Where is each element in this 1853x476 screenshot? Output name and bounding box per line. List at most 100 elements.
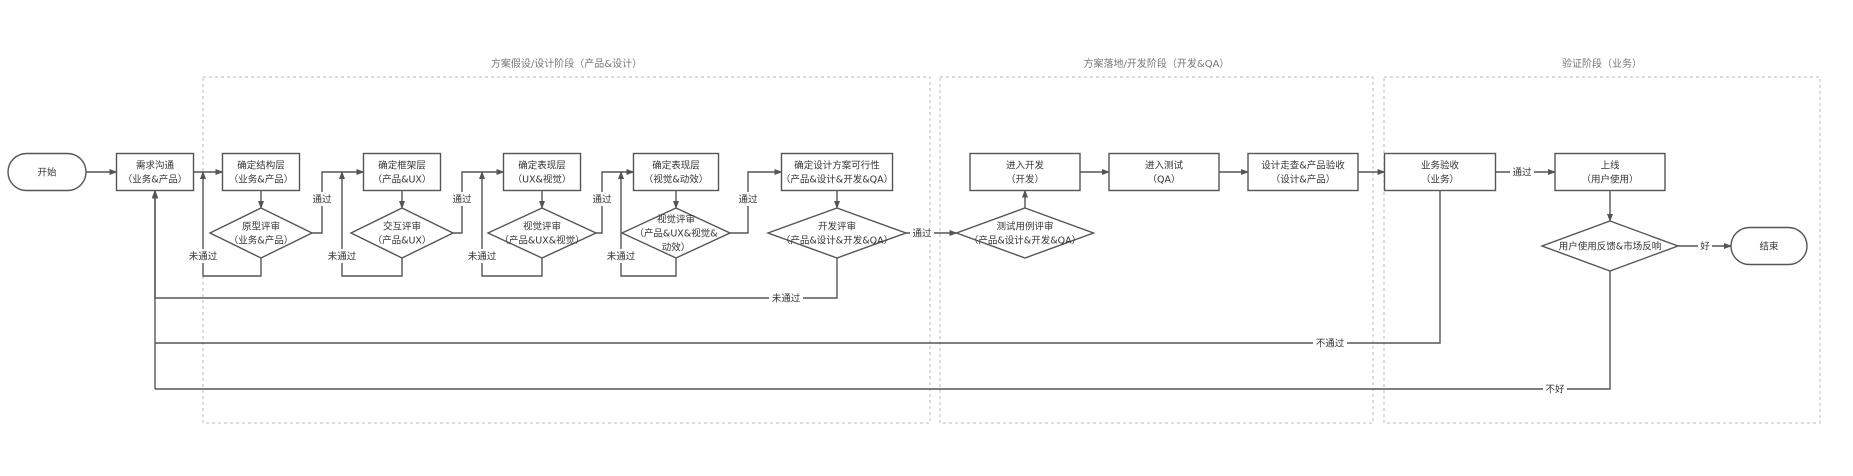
phase-design-boundary <box>202 76 931 424</box>
node-label: （UX&视觉） <box>513 174 572 186</box>
process-box <box>1383 152 1497 192</box>
edge-label-bg <box>736 192 760 206</box>
node-label: 视觉评审 <box>523 221 561 233</box>
node-structure[interactable]: 确定结构层 （业务&产品） <box>221 152 301 192</box>
node-label: （开发） <box>1006 174 1044 186</box>
node-label: 设计走查&产品验收 <box>1261 160 1345 172</box>
node-presentation-2[interactable]: 确定表现层 （视觉&动效） <box>632 152 720 192</box>
node-label: （产品&UX） <box>373 235 432 247</box>
terminal-pill <box>7 152 87 192</box>
node-label: （产品&设计&开发&QA） <box>781 174 893 186</box>
edge-label: 未通过 <box>772 293 801 305</box>
node-label: 开发评审 <box>818 221 856 233</box>
edge-label-bg <box>910 226 934 240</box>
phase-verify-boundary <box>1383 76 1821 424</box>
edge-label: 通过 <box>1512 167 1532 179</box>
node-end[interactable]: 结束 <box>1730 226 1808 266</box>
edge-label-bg <box>1313 336 1347 350</box>
node-framework[interactable]: 确定框架层 （产品&UX） <box>362 152 442 192</box>
node-label: （用户使用） <box>1581 174 1638 186</box>
node-label: （产品&UX） <box>373 174 432 186</box>
phase-dev-title: 方案落地/开发阶段（开发&QA） <box>1084 57 1230 70</box>
edge-label-bg <box>465 249 499 263</box>
node-dev-review[interactable]: 开发评审 （产品&设计&开发&QA） <box>765 207 909 259</box>
node-label: 进入开发 <box>1006 160 1045 172</box>
decision-diamond <box>349 207 455 259</box>
node-label: （设计&产品） <box>1271 174 1335 186</box>
edge-label-bg <box>450 192 474 206</box>
edge-visual-review-1-to-presentation-1 <box>479 171 543 277</box>
node-label: 确定框架层 <box>378 160 426 172</box>
edge-label-bg <box>310 192 334 206</box>
edge-label: 通过 <box>312 194 332 206</box>
process-box <box>115 152 195 192</box>
node-start[interactable]: 开始 <box>7 152 87 192</box>
node-label: 用户使用反馈&市场反响 <box>1559 241 1661 253</box>
node-label: 确定表现层 <box>652 160 700 172</box>
node-presentation-1[interactable]: 确定表现层（UX&视觉） <box>502 152 582 192</box>
node-feedback[interactable]: 用户使用反馈&市场反响 <box>1539 220 1681 272</box>
node-label: 开始 <box>37 167 57 179</box>
edge-interaction-review-to-framework <box>339 171 403 277</box>
node-label: （产品&UX&视觉） <box>499 235 584 247</box>
node-label: （QA） <box>1148 174 1181 186</box>
node-develop[interactable]: 进入开发 （开发） <box>969 152 1081 192</box>
edge-label: 未通过 <box>607 251 636 263</box>
node-label: （产品&UX&视觉& <box>634 228 718 240</box>
edge-label-bg <box>186 249 220 263</box>
edge-label: 不通过 <box>1316 338 1345 350</box>
node-label: 需求沟通 <box>136 160 175 172</box>
node-interaction-review[interactable]: 交互评审 （产品&UX） <box>349 207 455 259</box>
node-business-accept[interactable]: 业务验收（业务） <box>1383 152 1497 192</box>
edge-business-accept-to-requirement <box>155 190 1441 344</box>
node-label: 上线 <box>1600 160 1620 172</box>
node-label: （产品&设计&开发&QA） <box>781 235 893 247</box>
process-box <box>1554 152 1666 192</box>
decision-diamond <box>486 207 598 259</box>
node-launch[interactable]: 上线 （用户使用） <box>1554 152 1666 192</box>
process-box <box>1247 152 1359 192</box>
edge-label: 不好 <box>1545 384 1565 396</box>
node-label: （视觉&动效） <box>644 174 708 186</box>
edge-label: 未通过 <box>468 251 497 263</box>
node-label: 确定结构层 <box>237 160 285 172</box>
edge-label: 通过 <box>738 194 758 206</box>
node-label: （业务&产品） <box>229 174 293 186</box>
process-box <box>502 152 582 192</box>
edge-label: 未通过 <box>189 251 218 263</box>
node-label: 原型评审 <box>242 221 280 233</box>
phase-dev-boundary <box>939 76 1374 424</box>
node-label: 进入测试 <box>1145 160 1184 172</box>
node-label: 结束 <box>1759 241 1779 253</box>
node-label: 确定设计方案可行性 <box>794 160 880 172</box>
node-visual-review-1[interactable]: 视觉评审 （产品&UX&视觉） <box>486 207 598 259</box>
process-box <box>1108 152 1220 192</box>
node-label: 测试用例评审 <box>996 221 1053 233</box>
edge-label-bg <box>1510 165 1534 179</box>
node-feasibility[interactable]: 确定设计方案可行性 （产品&设计&开发&QA） <box>780 152 894 192</box>
edge-label-bg <box>769 291 803 305</box>
edge-label-bg <box>590 192 614 206</box>
edge-visual-review-2-to-presentation-2 <box>618 171 677 277</box>
node-visual-review-2[interactable]: 视觉评审（产品&UX&视觉&动效） <box>620 207 732 259</box>
node-testing[interactable]: 进入测试 （QA） <box>1108 152 1220 192</box>
node-label: 业务验收 <box>1421 160 1460 172</box>
edge-label-bg <box>604 249 638 263</box>
edge-label-bg <box>1543 382 1567 396</box>
node-requirement[interactable]: 需求沟通（业务&产品） <box>115 152 195 192</box>
node-testcase-review[interactable]: 测试用例评审 （产品&设计&开发&QA） <box>954 207 1096 259</box>
node-design-check[interactable]: 设计走查&产品验收 （设计&产品） <box>1247 152 1359 192</box>
edge-label-bg <box>1698 239 1712 253</box>
node-label: 动效） <box>662 242 691 254</box>
edge-feedback-to-requirement <box>155 271 1611 390</box>
node-prototype-review[interactable]: 原型评审（业务&产品） <box>208 207 314 259</box>
decision-diamond <box>765 207 909 259</box>
decision-diamond <box>208 207 314 259</box>
process-box <box>221 152 301 192</box>
edge-label: 通过 <box>912 228 932 240</box>
decision-diamond <box>1539 220 1681 272</box>
node-label: （产品&设计&开发&QA） <box>969 235 1081 247</box>
node-label: 交互评审 <box>383 221 421 233</box>
process-box <box>632 152 720 192</box>
